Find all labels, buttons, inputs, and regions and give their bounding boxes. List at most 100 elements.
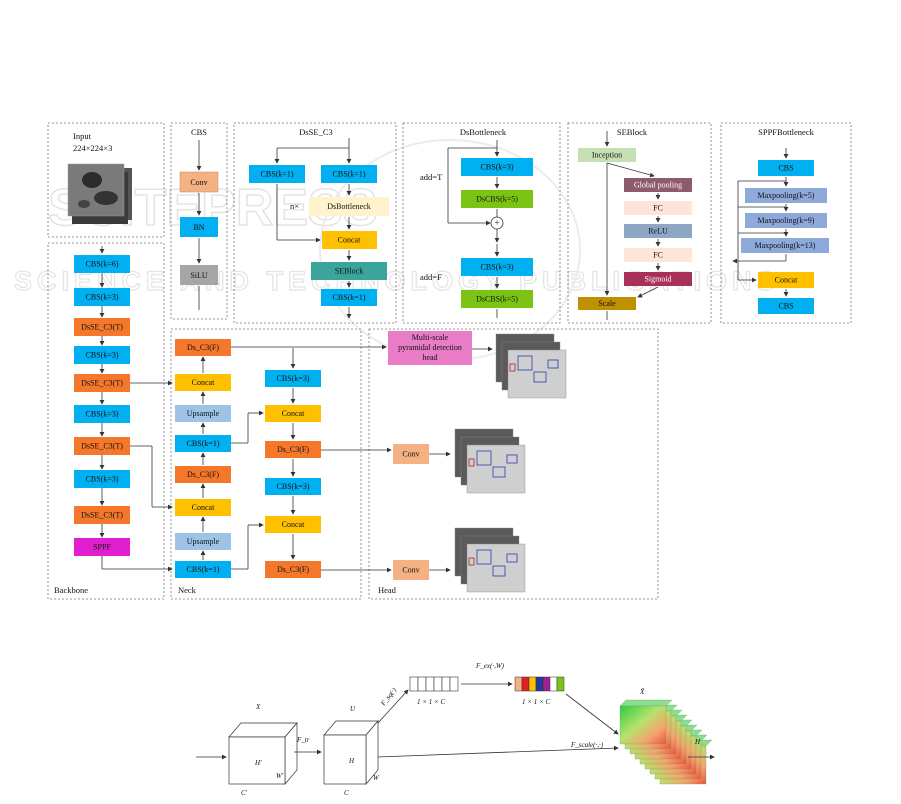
svg-text:BN: BN	[193, 223, 204, 232]
cbs-conv-block: Conv	[179, 171, 219, 193]
svg-text:DsSE_C3(T): DsSE_C3(T)	[81, 322, 123, 331]
vec1-label: 1 × 1 × C	[417, 698, 445, 706]
svg-text:Global pooling: Global pooling	[634, 180, 682, 189]
svg-text:DsSE_C3(T): DsSE_C3(T)	[81, 441, 123, 450]
backbone-block-0: CBS(k=6)	[74, 255, 130, 273]
seblock-inception: Inception	[578, 148, 636, 162]
svg-text:+: +	[494, 218, 499, 228]
backbone-block-6: DsSE_C3(T)	[74, 437, 130, 455]
backbone-block-9: SPPF	[74, 538, 130, 556]
neck-right-block-3: CBS(k=3)	[265, 478, 321, 495]
neck-left-block-6: Upsample	[175, 533, 231, 550]
h-label: H	[348, 757, 355, 765]
panel-neck	[170, 328, 362, 600]
dse-c3-bottleneck: DsBottleneck	[309, 197, 389, 216]
svg-text:Upsample: Upsample	[187, 409, 220, 418]
backbone-block-4: DsSE_C3(T)	[74, 374, 130, 392]
vector-squeeze	[409, 676, 459, 692]
svg-text:Concat: Concat	[338, 235, 361, 244]
svg-text:Ds_C3(F): Ds_C3(F)	[187, 470, 219, 479]
panel-dsbottleneck	[402, 122, 561, 324]
neck-right-block-5: Ds_C3(F)	[265, 561, 321, 578]
svg-text:Conv: Conv	[402, 565, 419, 574]
svg-text:DsBottleneck: DsBottleneck	[327, 202, 371, 211]
w-prime-label: W′	[276, 772, 284, 780]
backbone-block-3: CBS(k=3)	[74, 346, 130, 364]
backbone-block-8: DsSE_C3(T)	[74, 506, 130, 524]
neck-right-block-4: Concat	[265, 516, 321, 533]
cbs-title: CBS	[191, 127, 207, 137]
dsbottleneck-cbs-f: CBS(k=3)	[461, 258, 533, 276]
dsbottleneck-add-node: +	[490, 216, 504, 230]
cbs-silu-block: SiLU	[180, 265, 218, 285]
svg-text:CBS(k=1): CBS(k=1)	[261, 169, 294, 178]
neck-columns: Ds_C3(F)ConcatUpsampleCBS(k=1)Ds_C3(F)Co…	[175, 339, 392, 578]
se-diagram: X H′ W′ C′ F_tr U H W C F_sq(·) F_scale(…	[196, 662, 715, 797]
svg-text:Concat: Concat	[282, 520, 305, 529]
dse-c3-title: DsSE_C3	[299, 127, 333, 137]
panel-sppf	[720, 122, 852, 324]
neck-left-block-0: Ds_C3(F)	[175, 339, 231, 356]
svg-text:FC: FC	[653, 203, 663, 212]
cube-u	[323, 720, 379, 785]
svg-text:CBS: CBS	[778, 163, 793, 172]
c-prime-label: C′	[241, 789, 248, 797]
svg-text:SPPF: SPPF	[93, 542, 111, 551]
svg-text:SEBlock: SEBlock	[335, 266, 363, 275]
svg-text:Maxpooling(k=13): Maxpooling(k=13)	[755, 241, 816, 250]
panel-dse-c3	[233, 122, 397, 324]
seblock-relu: ReLU	[624, 224, 692, 238]
seblock-title: SEBlock	[617, 127, 648, 137]
svg-text:Upsample: Upsample	[187, 537, 220, 546]
output-stack	[619, 699, 713, 785]
dsbottleneck-add-f: add=F	[420, 272, 442, 282]
head-conv-2: Conv	[393, 560, 429, 580]
svg-text:Concat: Concat	[192, 378, 215, 387]
sppf-maxpool-13: Maxpooling(k=13)	[741, 238, 829, 253]
backbone-block-5: CBS(k=3)	[74, 405, 130, 423]
seblock-global-pooling: Global pooling	[624, 178, 692, 192]
head-title: Head	[378, 585, 397, 595]
f-ex-label: F_ex(·,W)	[475, 662, 505, 670]
svg-text:Conv: Conv	[190, 178, 207, 187]
seblock-fc1: FC	[624, 201, 692, 215]
h-out-label: H	[694, 738, 701, 746]
dsbottleneck-add-t: add=T	[420, 172, 443, 182]
svg-text:Sigmoid: Sigmoid	[644, 274, 671, 283]
dsbottleneck-dscbs-t: DsCBS(k=5)	[461, 190, 533, 208]
dse-c3-seblock: SEBlock	[311, 262, 387, 280]
panel-cbs	[170, 122, 228, 320]
svg-text:CBS(k=1): CBS(k=1)	[187, 439, 220, 448]
x-label: X	[255, 703, 261, 711]
backbone-column: CBS(k=6) CBS(k=3) DsSE_C3(T) CBS(k=3) DsSE_C…	[74, 246, 173, 572]
svg-text:CBS(k=3): CBS(k=3)	[481, 262, 514, 271]
svg-text:Concat: Concat	[282, 409, 305, 418]
svg-text:CBS(k=3): CBS(k=3)	[86, 292, 119, 301]
svg-text:Ds_C3(F): Ds_C3(F)	[277, 565, 309, 574]
sppf-maxpool-5: Maxpooling(k=5)	[745, 188, 827, 203]
neck-title: Neck	[178, 585, 197, 595]
input-image	[67, 163, 132, 224]
neck-left-block-3: CBS(k=1)	[175, 435, 231, 452]
sppf-concat: Concat	[758, 272, 814, 288]
vec2-label: 1 × 1 × C	[522, 698, 550, 706]
svg-text:DsSE_C3(T): DsSE_C3(T)	[81, 510, 123, 519]
dsbottleneck-cbs-t: CBS(k=3)	[461, 158, 533, 176]
svg-text:CBS(k=1): CBS(k=1)	[187, 565, 220, 574]
svg-text:Concat: Concat	[192, 503, 215, 512]
neck-right-block-0: CBS(k=3)	[265, 370, 321, 387]
backbone-block-7: CBS(k=3)	[74, 470, 130, 488]
f-scale-label: F_scale(·,·)	[570, 741, 604, 749]
dse-c3-right-cbs: CBS(k=1)	[321, 165, 377, 183]
svg-text:CBS(k=3): CBS(k=3)	[277, 374, 310, 383]
panel-head	[368, 328, 659, 600]
svg-text:CBS: CBS	[778, 301, 793, 310]
neck-right-block-2: Ds_C3(F)	[265, 441, 321, 458]
neck-left-block-1: Concat	[175, 374, 231, 391]
svg-text:CBS(k=1): CBS(k=1)	[333, 169, 366, 178]
backbone-title: Backbone	[54, 585, 88, 595]
input-title: Input	[73, 131, 92, 141]
dsbottleneck-dscbs-f: DsCBS(k=5)	[461, 290, 533, 308]
